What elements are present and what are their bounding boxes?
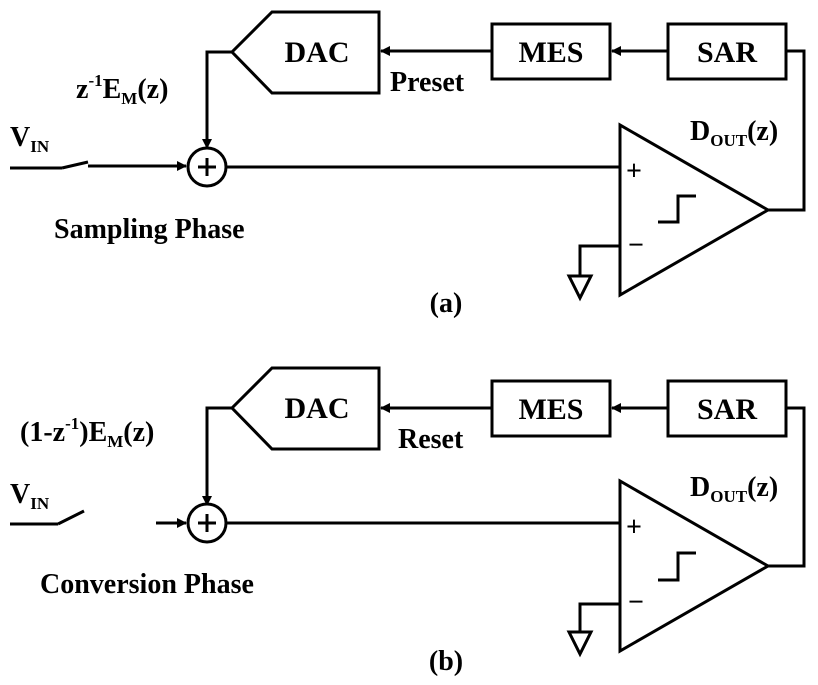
mes-label: MES (518, 393, 583, 426)
switch-closed-a (61, 160, 89, 170)
plus-sign-b: + (626, 512, 642, 543)
minus-sign-a: − (628, 230, 644, 261)
phase-label-b: Conversion Phase (40, 569, 254, 600)
panel-a: DAC MES SAR z-1EM(z) Preset VIN (10, 10, 806, 319)
sar-label: SAR (697, 393, 757, 426)
dac-label: DAC (285, 392, 350, 425)
sar-label: SAR (697, 36, 757, 69)
summing-node-b (186, 502, 228, 544)
ground-icon-a (566, 274, 594, 302)
dout-label-b: DOUT(z) (690, 472, 778, 506)
dac-label: DAC (285, 36, 350, 69)
comparator-a: + − (618, 122, 772, 298)
comparator-b: + − (618, 478, 772, 654)
dac-to-sum-wire (202, 50, 232, 149)
panel-tag-a: (a) (430, 288, 463, 319)
mes-block: MES (490, 22, 612, 81)
mes-label: MES (518, 36, 583, 69)
switch-open-b (57, 509, 85, 526)
feedback-label-a: z-1EM(z) (76, 71, 168, 108)
minus-to-ground-wire-a (578, 244, 620, 276)
dout-label-a: DOUT(z) (690, 116, 778, 150)
hysteresis-symbol-b (658, 551, 696, 582)
minus-sign-b: − (628, 587, 644, 618)
sar-block: SAR (666, 22, 788, 81)
dout-feedback-wire-a (768, 49, 806, 212)
sar-block: SAR (666, 379, 788, 438)
dout-feedback-wire-b (768, 406, 806, 568)
control-label-b: Reset (398, 424, 464, 455)
ground-icon-b (566, 630, 594, 658)
vin-label-b: VIN (10, 479, 50, 513)
phase-label-a: Sampling Phase (54, 214, 245, 245)
mes-block: MES (490, 379, 612, 438)
minus-to-ground-wire-b (578, 602, 620, 632)
dac-to-sum-wire (202, 406, 232, 506)
dac-block: DAC (229, 366, 381, 451)
control-label-a: Preset (390, 67, 465, 98)
vin-label-a: VIN (10, 122, 50, 156)
panel-b: DAC MES SAR (1-z-1)EM(z) Reset VIN (10, 366, 806, 677)
hysteresis-symbol-a (658, 194, 696, 224)
summing-node-a (186, 146, 228, 188)
feedback-label-b: (1-z-1)EM(z) (20, 414, 154, 451)
panel-tag-b: (b) (429, 646, 463, 677)
dac-block: DAC (229, 10, 381, 95)
plus-sign-a: + (626, 156, 642, 187)
